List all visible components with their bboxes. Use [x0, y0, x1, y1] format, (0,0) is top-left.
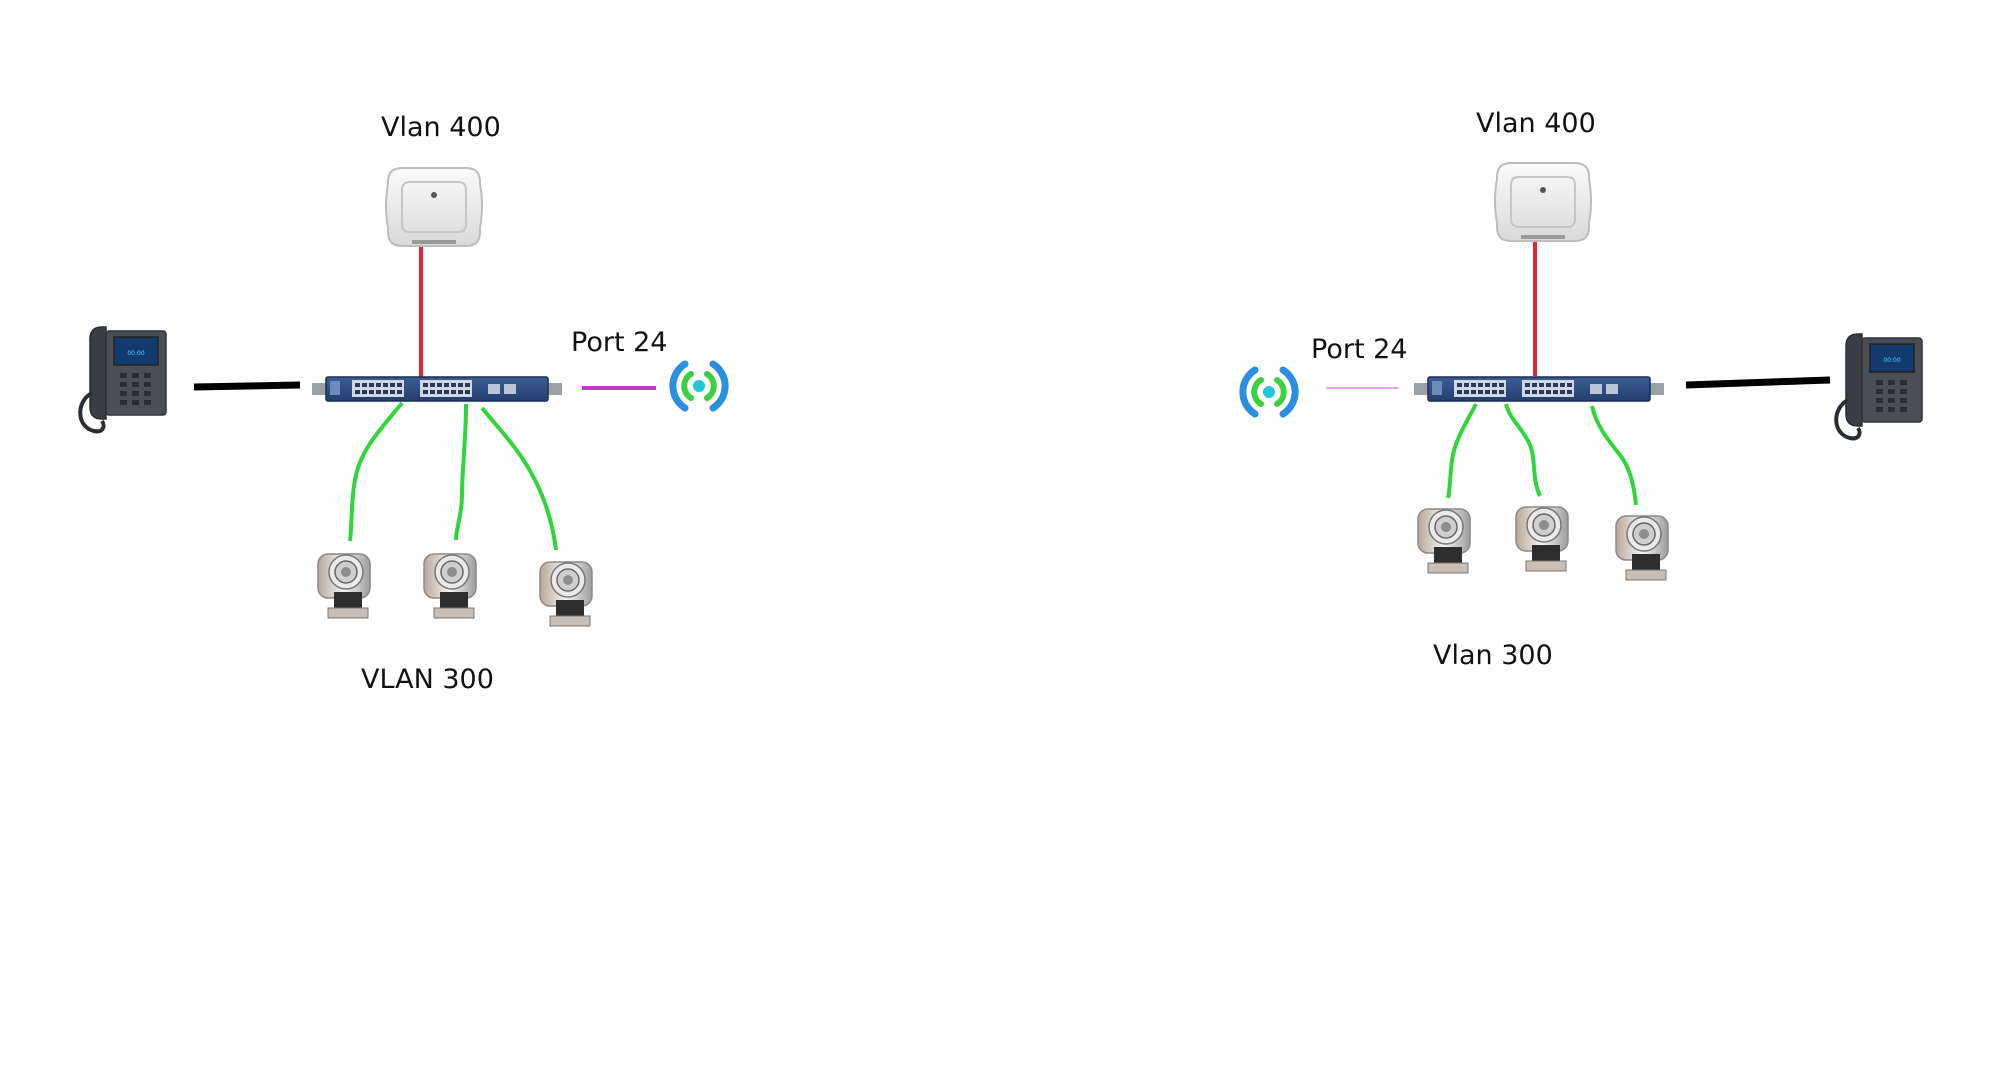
- port-label-right: Port 24: [1311, 334, 1408, 365]
- camera-vlan-label-left: VLAN 300: [361, 664, 494, 695]
- ap-vlan-label-left: Vlan 400: [381, 112, 501, 143]
- ip-camera-icon: [1417, 508, 1471, 574]
- access-point-icon: [385, 167, 483, 247]
- diagram-right: [1243, 162, 1924, 581]
- ip-camera-icon: [423, 553, 477, 619]
- network-switch-icon: [1413, 376, 1665, 402]
- phone-link-left: [193, 381, 301, 391]
- access-point-icon: [1494, 162, 1592, 242]
- camera-vlan-label-right: Vlan 300: [1433, 640, 1553, 671]
- camera-link-right-1: [1446, 403, 1478, 499]
- ap-vlan-label-right: Vlan 400: [1476, 108, 1596, 139]
- desk-phone-icon: [1834, 332, 1924, 441]
- ip-camera-icon: [539, 561, 593, 627]
- diagram-left: [78, 167, 725, 627]
- phone-link-right: [1685, 376, 1831, 389]
- camera-link-left-1: [348, 401, 404, 542]
- port-label-left: Port 24: [571, 327, 668, 358]
- camera-link-right-3: [1590, 405, 1638, 506]
- wifi-signal-icon: [673, 364, 725, 408]
- ip-camera-icon: [1615, 515, 1669, 581]
- desk-phone-icon: [78, 325, 168, 434]
- ip-camera-icon: [1515, 506, 1569, 572]
- camera-link-left-2: [454, 403, 468, 541]
- camera-link-right-2: [1504, 403, 1542, 497]
- network-switch-icon: [311, 376, 563, 402]
- wifi-signal-icon: [1243, 370, 1295, 414]
- camera-link-left-3: [480, 406, 558, 551]
- ip-camera-icon: [317, 553, 371, 619]
